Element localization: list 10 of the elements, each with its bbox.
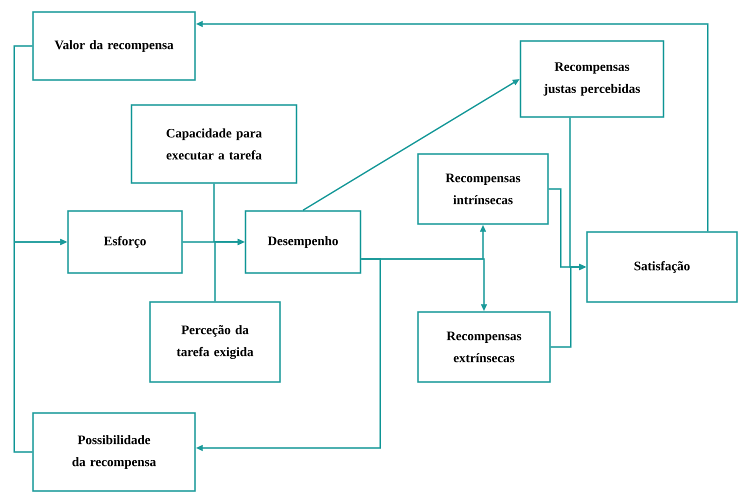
process-box: Valor da recompensa <box>32 11 196 81</box>
process-box: Recompensas extrínsecas <box>417 311 551 383</box>
process-box: Perceção da tarefa exigida <box>149 301 281 383</box>
process-box: Possibilidade da recompensa <box>32 412 196 492</box>
process-box: Desempenho <box>244 210 362 274</box>
process-box: Recompensas intrínsecas <box>417 153 549 225</box>
process-box: Satisfação <box>586 231 738 303</box>
process-box: Capacidade para executar a tarefa <box>130 104 298 184</box>
process-box: Recompensas justas percebidas <box>520 40 664 118</box>
process-box: Esforço <box>67 210 183 274</box>
